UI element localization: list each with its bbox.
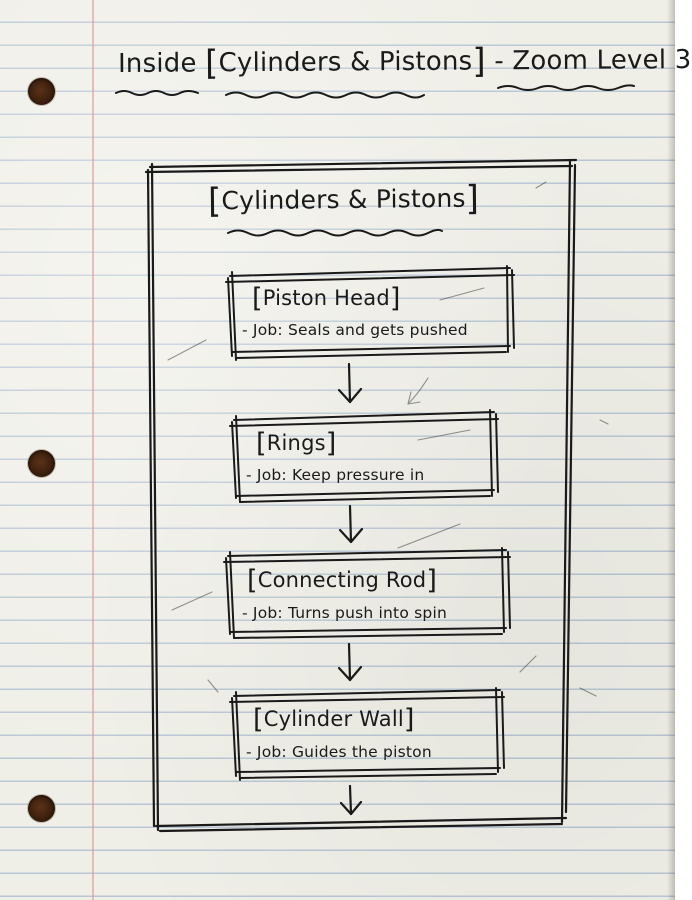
title-close-bracket: ] bbox=[472, 41, 486, 82]
title-suffix: - Zoom Level 3 bbox=[494, 44, 692, 77]
component-close-bracket: ] bbox=[389, 283, 401, 314]
component-job: - Job: Guides the piston bbox=[246, 743, 432, 761]
component-close-bracket: ] bbox=[426, 565, 438, 596]
component-open-bracket: [ bbox=[256, 428, 267, 459]
component-job: - Job: Seals and gets pushed bbox=[242, 321, 468, 339]
title-subject: Cylinders & Pistons bbox=[218, 46, 473, 79]
component-open-bracket: [ bbox=[253, 704, 264, 735]
paper-edge bbox=[667, 0, 675, 900]
binder-hole bbox=[28, 450, 55, 477]
component-name: [Cylinder Wall] bbox=[253, 704, 415, 735]
component-name: [Connecting Rod] bbox=[247, 565, 437, 596]
flow-arrow bbox=[338, 504, 364, 544]
component-job: - Job: Turns push into spin bbox=[242, 604, 447, 622]
binder-hole bbox=[28, 795, 55, 822]
frame-title-underline bbox=[227, 228, 443, 237]
frame-title: [Cylinders & Pistons] bbox=[208, 179, 480, 222]
flow-arrow bbox=[339, 784, 363, 816]
frame-open-bracket: [ bbox=[207, 181, 222, 222]
flow-arrow bbox=[337, 362, 363, 404]
hand-drawn-diagram bbox=[115, 84, 635, 833]
title-open-bracket: [ bbox=[204, 43, 219, 84]
component-close-bracket: ] bbox=[325, 428, 337, 459]
component-close-bracket: ] bbox=[403, 704, 415, 735]
component-label: Connecting Rod bbox=[257, 568, 427, 592]
component-label: Piston Head bbox=[262, 286, 390, 310]
title-prefix: Inside bbox=[117, 48, 197, 80]
binder-hole bbox=[28, 78, 55, 105]
page-title: Inside [Cylinders & Pistons] - Zoom Leve… bbox=[118, 40, 692, 84]
frame-label: Cylinders & Pistons bbox=[221, 183, 466, 216]
component-name: [Piston Head] bbox=[252, 283, 401, 314]
component-open-bracket: [ bbox=[247, 565, 258, 596]
component-label: Cylinder Wall bbox=[263, 707, 404, 731]
component-label: Rings bbox=[266, 431, 326, 455]
margin-line bbox=[92, 0, 94, 900]
component-job: - Job: Keep pressure in bbox=[246, 466, 425, 484]
component-open-bracket: [ bbox=[252, 283, 263, 314]
component-name: [Rings] bbox=[256, 428, 336, 459]
flow-arrow bbox=[337, 642, 363, 682]
frame-close-bracket: ] bbox=[465, 178, 480, 219]
title-underline bbox=[115, 84, 635, 99]
